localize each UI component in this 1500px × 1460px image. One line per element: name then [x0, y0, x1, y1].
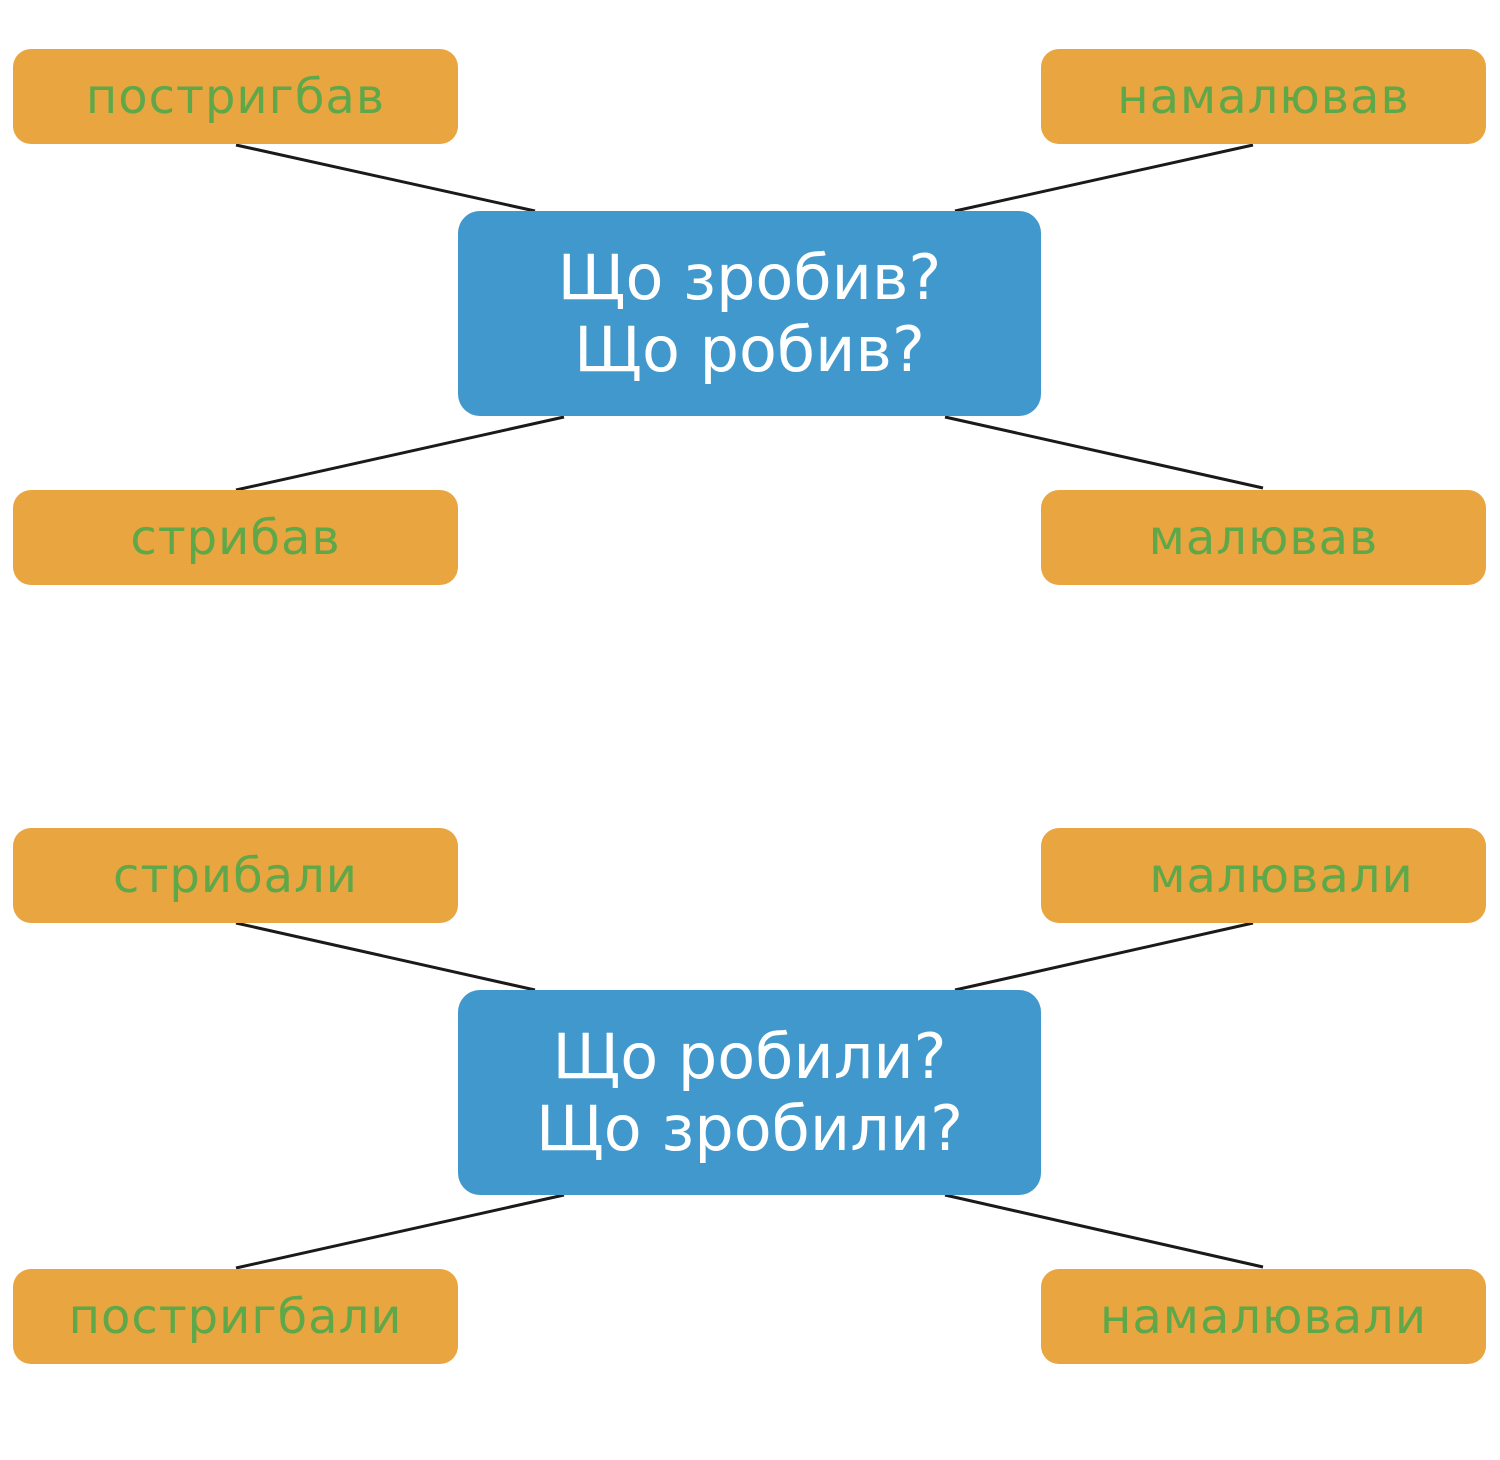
question-box-1: Що зробив? Що робив?: [458, 211, 1041, 416]
word-box-1-top-left: постригбав: [13, 49, 458, 144]
word-label: малював: [1148, 509, 1379, 566]
word-label: стрибав: [130, 509, 341, 566]
connector-1-top-left: [235, 143, 536, 213]
connector-2-bottom-right: [944, 1193, 1264, 1269]
word-box-2-bottom-right: намалювали: [1041, 1269, 1486, 1364]
question-line-1: Що робили?: [552, 1019, 947, 1093]
word-box-1-bottom-left: стрибав: [13, 490, 458, 585]
word-label: постригбав: [85, 68, 386, 125]
word-label: намалював: [1117, 68, 1410, 125]
connector-2-bottom-left: [235, 1193, 565, 1270]
question-line-2: Що робив?: [574, 312, 925, 386]
question-box-2: Що робили? Що зробили?: [458, 990, 1041, 1195]
word-box-1-top-right: намалював: [1041, 49, 1486, 144]
connector-1-top-right: [954, 143, 1254, 213]
word-box-1-bottom-right: малював: [1041, 490, 1486, 585]
word-label: малювали: [1149, 847, 1414, 904]
word-label: намалювали: [1099, 1288, 1428, 1345]
connector-1-bottom-right: [944, 415, 1264, 490]
question-line-2: Що зробили?: [535, 1091, 964, 1165]
word-box-2-top-right: малювали: [1041, 828, 1486, 923]
word-box-2-top-left: стрибали: [13, 828, 458, 923]
word-label: постригбали: [68, 1288, 403, 1345]
word-label: стрибали: [113, 847, 358, 904]
connector-2-top-left: [235, 921, 536, 992]
question-line-1: Що зробив?: [557, 240, 942, 314]
connector-1-bottom-left: [235, 415, 565, 492]
word-box-2-bottom-left: постригбали: [13, 1269, 458, 1364]
connector-2-top-right: [954, 921, 1254, 992]
